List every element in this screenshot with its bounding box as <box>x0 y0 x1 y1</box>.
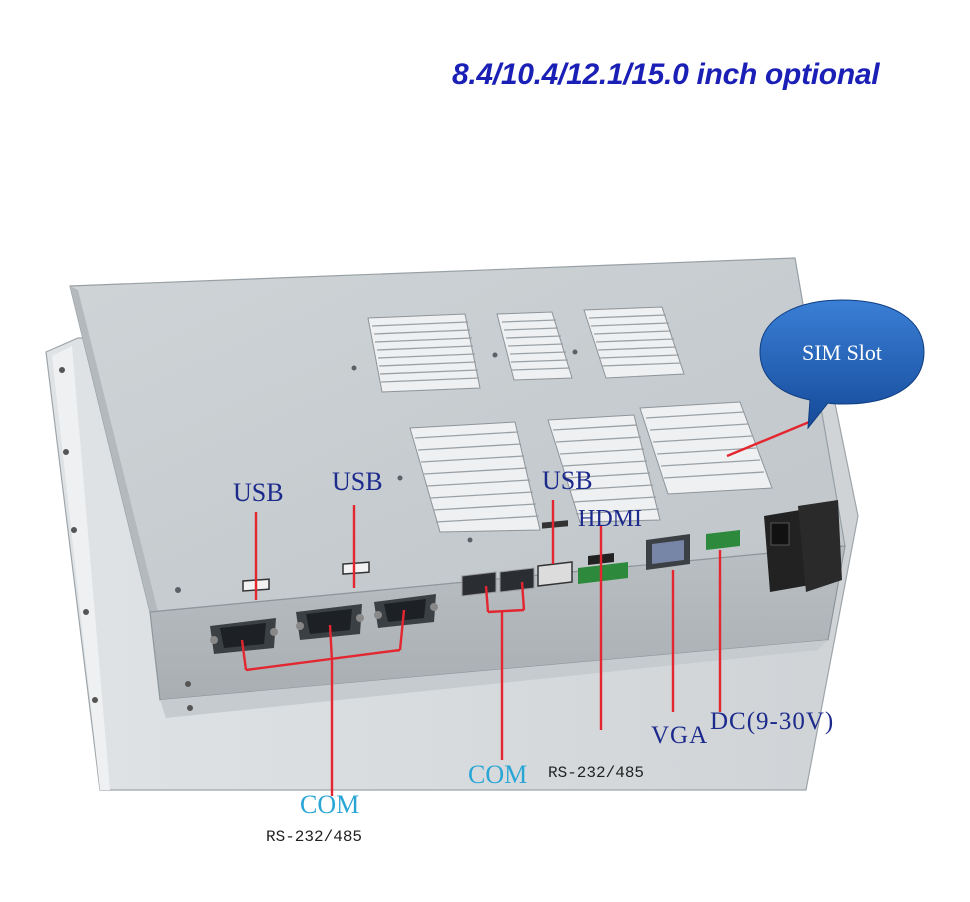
usb-label-2: USB <box>332 467 383 496</box>
db9-ports <box>210 594 438 654</box>
vga-label: VGA <box>651 722 709 749</box>
usb-label-1: USB <box>233 478 284 507</box>
right-ports <box>578 530 740 584</box>
hdmi-label: HDMI <box>578 506 642 532</box>
rs-label-left: RS-232/485 <box>266 828 363 846</box>
usb-label-3: USB <box>542 466 593 495</box>
vent-fins <box>371 314 765 523</box>
vent-grilles <box>367 306 773 533</box>
sim-slot-label: SIM Slot <box>802 340 882 365</box>
dc-power-label: DC(9-30V) <box>710 708 835 735</box>
headline: 8.4/10.4/12.1/15.0 inch optional <box>452 58 880 91</box>
rs-label-middle: RS-232/485 <box>548 764 645 782</box>
callout-lines <box>240 418 815 796</box>
com-label-left: COM <box>300 790 360 819</box>
rj45-ports <box>461 520 573 597</box>
power-block <box>764 500 842 592</box>
com-label-middle: COM <box>468 760 528 789</box>
sim-slot-bubble: SIM Slot <box>759 299 925 430</box>
chassis-screws <box>175 349 578 593</box>
